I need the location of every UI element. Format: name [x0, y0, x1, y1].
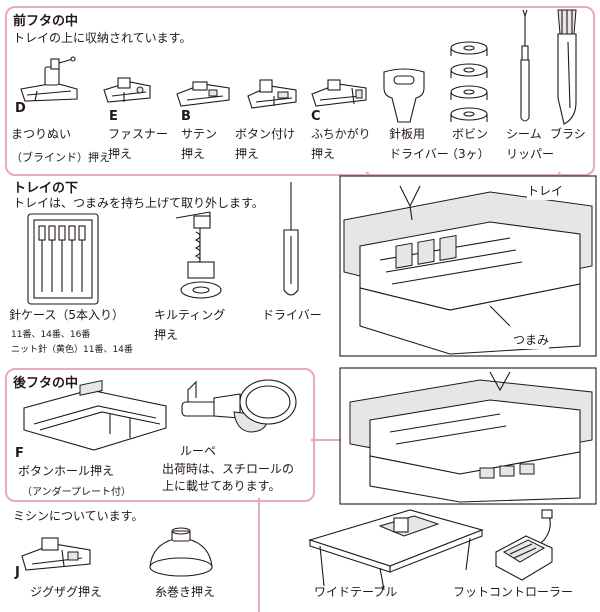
label-blind-stitch-1: まつりぬい [11, 127, 72, 141]
front-cover-title: 前フタの中 [13, 14, 79, 29]
label-needle-note-1: 11番、14番、16番 [11, 330, 91, 340]
label-plate-driver-2: ドライバー [389, 147, 449, 161]
label-loupe-note-1: 出荷時は、スチロールの [162, 462, 295, 476]
label-satin-2: 押え [181, 147, 206, 161]
foot-letter-b: B [181, 109, 191, 124]
label-zipper-2: 押え [108, 147, 133, 161]
zipper-foot-icon [103, 77, 151, 103]
label-quilting-2: 押え [154, 328, 179, 342]
foot-letter-c: C [311, 109, 321, 124]
label-foot-controller: フットコントローラー [453, 585, 574, 599]
needle-case-icon [27, 213, 99, 305]
seam-ripper-icon [520, 9, 530, 122]
bobbins-icon [450, 41, 488, 122]
satin-foot-icon [176, 81, 230, 107]
front-cover-frame [5, 6, 595, 176]
under-tray-subtitle: トレイは、つまみを持ち上げて取り外します。 [13, 196, 264, 210]
label-brush: ブラシ [550, 127, 586, 141]
label-bobbin-2: （3ヶ） [446, 147, 490, 161]
label-seam-ripper-2: リッパー [506, 147, 555, 161]
foot-letter-j: J [15, 565, 20, 580]
buttonhole-foot-icon [23, 379, 167, 451]
foot-letter-e: E [109, 109, 118, 124]
label-bobbin-1: ボビン [452, 127, 489, 141]
label-button-sewing-2: 押え [235, 147, 260, 161]
label-needle-note-2: ニット針（黄色）11番、14番 [11, 345, 133, 355]
back-cover-frame [5, 368, 315, 502]
spool-cap-icon [149, 527, 213, 577]
disc-screwdriver-icon [383, 68, 425, 123]
machine-back-illustration [339, 367, 597, 505]
label-plate-driver-1: 針板用 [389, 127, 426, 141]
label-zigzag: ジグザグ押え [30, 585, 103, 599]
wide-table-icon [308, 509, 484, 591]
label-spool-cap: 糸巻き押え [155, 585, 216, 599]
label-blind-stitch-2: （ブラインド）押え [11, 151, 110, 164]
quilting-foot-icon [175, 211, 222, 299]
label-tray: トレイ [527, 183, 564, 200]
label-overcasting-2: 押え [311, 147, 336, 161]
machine-tray-illustration [339, 175, 597, 357]
label-screwdriver: ドライバー [262, 308, 322, 322]
brush-icon [557, 9, 577, 125]
label-buttonhole: ボタンホール押え [18, 464, 115, 478]
label-knob: つまみ [513, 332, 550, 349]
label-wide-table: ワイドテーブル [314, 585, 398, 599]
label-needle-case: 針ケース（5本入り） [9, 308, 125, 322]
screwdriver-icon [283, 182, 299, 296]
label-seam-ripper-1: シーム [506, 127, 542, 141]
label-satin-1: サテン [181, 127, 218, 141]
magnifier-icon [181, 379, 297, 433]
label-button-sewing-1: ボタン付け [235, 127, 296, 141]
attached-title: ミシンについています。 [13, 509, 144, 523]
blind-stitch-foot-icon [20, 56, 78, 102]
under-tray-title: トレイの下 [13, 181, 79, 196]
label-quilting-1: キルティング [154, 308, 226, 322]
overcasting-foot-icon [311, 79, 367, 107]
label-buttonhole-note: （アンダープレート付） [22, 487, 131, 498]
front-cover-subtitle: トレイの上に収納されています。 [13, 31, 192, 45]
label-overcasting-1: ふちかがり [311, 127, 371, 141]
label-zipper-1: ファスナー [108, 127, 169, 141]
button-sewing-foot-icon [247, 79, 297, 109]
label-loupe: ルーペ [180, 444, 217, 458]
foot-letter-d: D [15, 101, 26, 116]
foot-controller-icon [495, 509, 553, 581]
foot-letter-f: F [15, 446, 24, 461]
label-loupe-note-2: 上に載せてあります。 [162, 479, 281, 493]
back-cover-title: 後フタの中 [13, 376, 79, 391]
zigzag-foot-icon [21, 537, 91, 571]
